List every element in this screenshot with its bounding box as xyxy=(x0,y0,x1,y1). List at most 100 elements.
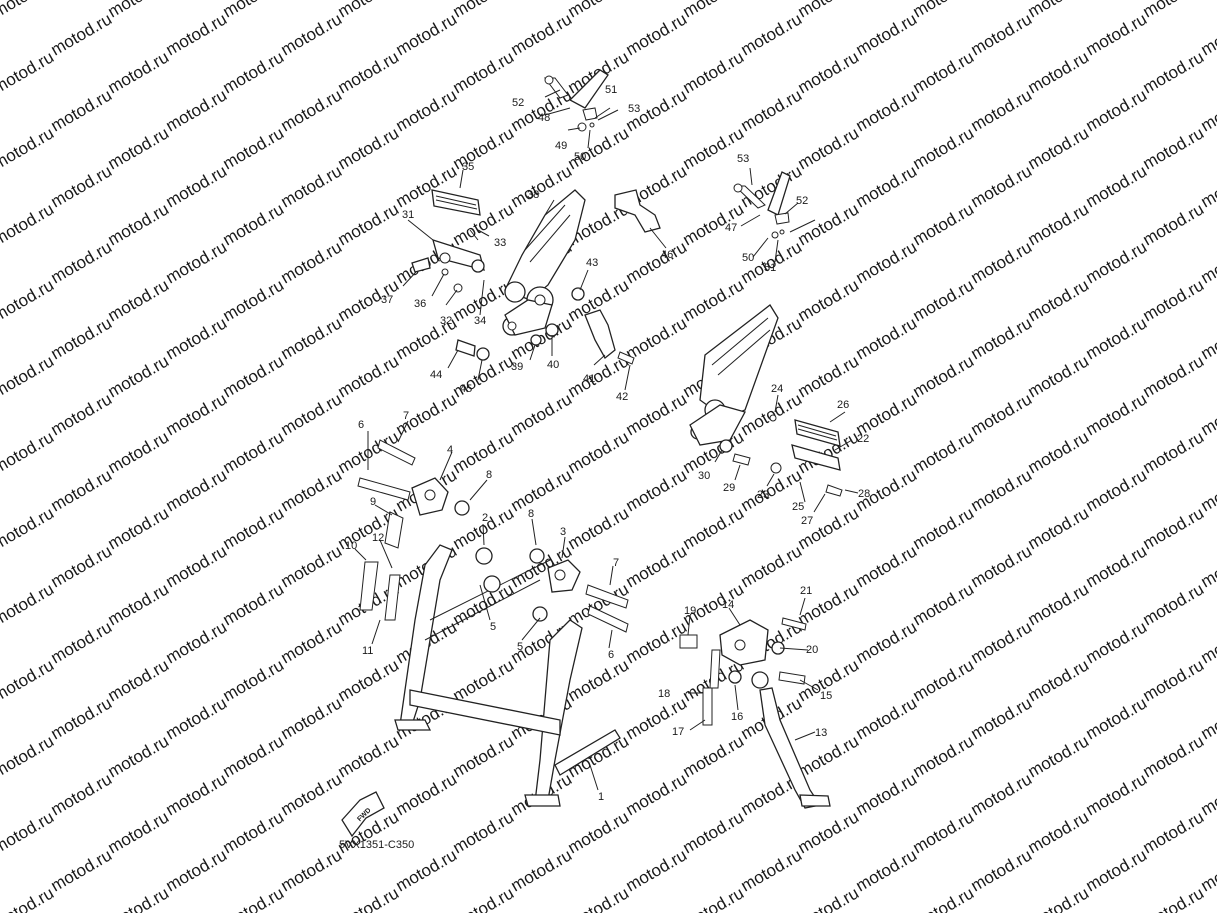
watermark-text: motod.ru xyxy=(450,123,518,173)
watermark-text: motod.ru xyxy=(623,465,691,515)
watermark-text: motod.ru xyxy=(1140,275,1208,325)
callout-20: 20 xyxy=(806,644,818,656)
callout-5: 5 xyxy=(490,621,496,633)
watermark-text: motod.ru xyxy=(450,47,518,97)
callout-38: 38 xyxy=(527,189,539,201)
watermark-text: motod.ru xyxy=(795,0,863,21)
watermark-text: motod.ru xyxy=(48,617,116,667)
watermark-text: motod.ru xyxy=(220,199,288,249)
watermark-text: motod.ru xyxy=(0,0,57,21)
watermark-text: motod.ru xyxy=(738,9,806,59)
watermark-text: motod.ru xyxy=(910,351,978,401)
watermark-text: motod.ru xyxy=(0,351,57,401)
watermark-text: motod.ru xyxy=(1083,541,1151,591)
watermark-text: motod.ru xyxy=(1083,85,1151,135)
passenger-peg-bracket-right xyxy=(733,171,791,239)
watermark-text: motod.ru xyxy=(1198,845,1217,895)
watermark-text: motod.ru xyxy=(220,883,288,913)
watermark-text: motod.ru xyxy=(1083,161,1151,211)
watermark-text: motod.ru xyxy=(0,731,57,781)
callout-45: 45 xyxy=(460,383,472,395)
watermark-text: motod.ru xyxy=(853,313,921,363)
callout-7: 7 xyxy=(613,557,619,569)
watermark-text: motod.ru xyxy=(220,731,288,781)
watermark-text: motod.ru xyxy=(335,199,403,249)
watermark-text: motod.ru xyxy=(508,845,576,895)
watermark-text: motod.ru xyxy=(48,541,116,591)
watermark-text: motod.ru xyxy=(738,85,806,135)
callout-2: 2 xyxy=(482,512,488,524)
watermark-text: motod.ru xyxy=(1140,199,1208,249)
watermark-text: motod.ru xyxy=(795,731,863,781)
callout-12: 12 xyxy=(372,532,384,544)
watermark-text: motod.ru xyxy=(0,655,57,705)
watermark-text: motod.ru xyxy=(335,731,403,781)
watermark-text: motod.ru xyxy=(853,389,921,439)
side-stand-13 xyxy=(679,617,831,809)
watermark-text: motod.ru xyxy=(163,161,231,211)
watermark-text: motod.ru xyxy=(278,465,346,515)
watermark-text: motod.ru xyxy=(680,123,748,173)
watermark-text: motod.ru xyxy=(680,731,748,781)
watermark-text: motod.ru xyxy=(1025,807,1093,857)
callout-9: 9 xyxy=(370,496,376,508)
callout-42: 42 xyxy=(616,391,628,403)
watermark-text: motod.ru xyxy=(680,275,748,325)
watermark-text: motod.ru xyxy=(220,655,288,705)
watermark-text: motod.ru xyxy=(1025,351,1093,401)
watermark-text: motod.ru xyxy=(853,161,921,211)
watermark-text: motod.ru xyxy=(1025,0,1093,21)
watermark-text: motod.ru xyxy=(1083,9,1151,59)
watermark-text: motod.ru xyxy=(853,617,921,667)
watermark-text: motod.ru xyxy=(565,427,633,477)
watermark-text: motod.ru xyxy=(0,883,57,913)
watermark-text: motod.ru xyxy=(1198,693,1217,743)
callout-8: 8 xyxy=(486,469,492,481)
callout-6: 6 xyxy=(608,649,614,661)
watermark-text: motod.ru xyxy=(968,237,1036,287)
watermark-text: motod.ru xyxy=(853,9,921,59)
watermark-text: motod.ru xyxy=(163,541,231,591)
left-footrest-bracket xyxy=(689,304,843,497)
watermark-text: motod.ru xyxy=(163,617,231,667)
watermark-text: motod.ru xyxy=(163,237,231,287)
watermark-text: motod.ru xyxy=(450,731,518,781)
watermark-text: motod.ru xyxy=(278,693,346,743)
watermark-text: motod.ru xyxy=(1198,617,1217,667)
callout-44: 44 xyxy=(430,369,442,381)
watermark-text: motod.ru xyxy=(105,579,173,629)
watermark-text: motod.ru xyxy=(1083,845,1151,895)
watermark-text: motod.ru xyxy=(278,845,346,895)
watermark-text: motod.ru xyxy=(1140,579,1208,629)
watermark-text: motod.ru xyxy=(105,731,173,781)
diagram-code: 5VX1351-C350 xyxy=(339,839,414,851)
callout-52: 53 xyxy=(737,153,749,165)
watermark-text: motod.ru xyxy=(853,845,921,895)
watermark-text: motod.ru xyxy=(910,427,978,477)
watermark-text: motod.ru xyxy=(1198,769,1217,819)
watermark-text: motod.ru xyxy=(335,883,403,913)
watermark-text: motod.ru xyxy=(968,9,1036,59)
watermark-text: motod.ru xyxy=(680,0,748,21)
watermark-text: motod.ru xyxy=(738,541,806,591)
watermark-text: motod.ru xyxy=(968,617,1036,667)
watermark-text: motod.ru xyxy=(853,541,921,591)
watermark-text: motod.ru xyxy=(968,769,1036,819)
watermark-text: motod.ru xyxy=(48,161,116,211)
watermark-text: motod.ru xyxy=(1140,807,1208,857)
callout-24: 24 xyxy=(771,383,783,395)
watermark-text: motod.ru xyxy=(968,845,1036,895)
watermark-text: motod.ru xyxy=(393,845,461,895)
watermark-text: motod.ru xyxy=(450,807,518,857)
watermark-text: motod.ru xyxy=(565,123,633,173)
watermark-text: motod.ru xyxy=(508,465,576,515)
parts-drawing xyxy=(341,69,859,838)
watermark-text: motod.ru xyxy=(623,9,691,59)
right-footrest-bracket-38 xyxy=(502,189,586,336)
watermark-text: motod.ru xyxy=(1025,47,1093,97)
watermark-text: motod.ru xyxy=(795,47,863,97)
watermark-text: motod.ru xyxy=(220,275,288,325)
watermark-text: motod.ru xyxy=(220,123,288,173)
watermark-text: motod.ru xyxy=(565,655,633,705)
